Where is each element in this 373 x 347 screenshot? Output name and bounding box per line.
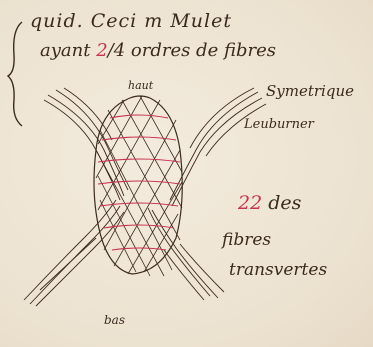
count-word: des <box>268 192 301 214</box>
label-top: haut <box>128 80 153 91</box>
note-line-2-red: 2 <box>96 40 107 61</box>
note-line-1: quid. Ceci m Mulet <box>30 12 232 31</box>
label-bottom: bas <box>104 314 125 326</box>
label-fibres: fibres <box>222 232 271 249</box>
note-line-2-post: /4 ordres de fibres <box>108 40 276 61</box>
signature: Leuburner <box>244 118 314 131</box>
count-red: 22 <box>238 192 262 214</box>
note-line-2: ayant 2/4 ordres de fibres <box>40 42 276 60</box>
note-line-2-pre: ayant <box>40 40 96 61</box>
crosshatch-fibres <box>96 96 182 276</box>
count-line: 22 des <box>238 194 301 213</box>
label-symmetric: Symetrique <box>266 84 354 99</box>
label-transverses: transvertes <box>229 262 327 279</box>
left-brace <box>8 22 22 126</box>
